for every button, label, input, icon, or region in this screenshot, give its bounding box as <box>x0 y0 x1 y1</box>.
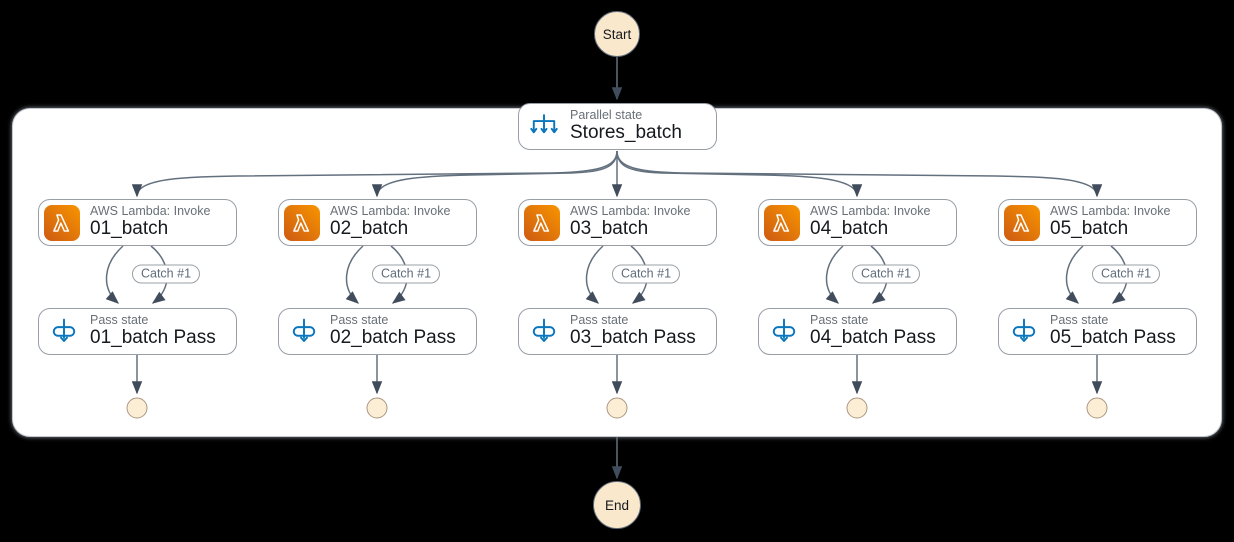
task-type-label: AWS Lambda: Invoke <box>330 203 451 218</box>
lambda-icon <box>764 204 800 241</box>
pass-title: 03_batch Pass <box>570 327 696 349</box>
end-label: End <box>604 497 630 513</box>
branch-terminal-dot-04 <box>846 397 868 419</box>
pass-type-label: Pass state <box>1050 312 1109 327</box>
branch-terminal-dot-05 <box>1086 397 1108 419</box>
lambda-icon <box>284 204 320 241</box>
pass-icon <box>1007 315 1041 349</box>
task-title: 02_batch <box>330 218 409 240</box>
pass-type-label: Pass state <box>810 312 869 327</box>
task-type-label: AWS Lambda: Invoke <box>810 203 931 218</box>
pass-icon <box>767 315 801 349</box>
pass-icon <box>527 315 561 349</box>
pass-type-label: Pass state <box>330 312 389 327</box>
state-card-lambda-04[interactable]: AWS Lambda: Invoke 04_batch <box>758 199 957 246</box>
task-title: 01_batch <box>90 218 169 240</box>
lambda-icon <box>524 204 560 241</box>
pass-type-label: Pass state <box>570 312 629 327</box>
catch-label-01: Catch #1 <box>131 264 201 284</box>
parallel-title: Stores_batch <box>570 122 682 144</box>
task-type-label: AWS Lambda: Invoke <box>570 203 691 218</box>
catch-label-02: Catch #1 <box>371 264 441 284</box>
end-node: End <box>593 481 641 529</box>
catch-label-text: Catch #1 <box>1100 266 1152 281</box>
branch-terminal-dot-03 <box>606 397 628 419</box>
lambda-icon <box>44 204 80 241</box>
pass-icon <box>47 315 81 349</box>
state-card-pass-02[interactable]: Pass state 02_batch Pass <box>278 308 477 355</box>
start-node: Start <box>594 11 640 57</box>
task-title: 04_batch <box>810 218 889 240</box>
pass-title: 05_batch Pass <box>1050 327 1176 349</box>
state-card-parallel[interactable]: Parallel state Stores_batch <box>518 103 717 150</box>
state-card-lambda-03[interactable]: AWS Lambda: Invoke 03_batch <box>518 199 717 246</box>
state-card-pass-01[interactable]: Pass state 01_batch Pass <box>38 308 237 355</box>
start-label: Start <box>602 26 632 42</box>
parallel-type-label: Parallel state <box>570 107 643 122</box>
catch-label-text: Catch #1 <box>860 266 912 281</box>
task-title: 03_batch <box>570 218 649 240</box>
lambda-icon <box>1004 204 1040 241</box>
parallel-icon <box>527 110 561 144</box>
pass-title: 02_batch Pass <box>330 327 456 349</box>
catch-label-text: Catch #1 <box>380 266 432 281</box>
catch-label-04: Catch #1 <box>851 264 921 284</box>
catch-label-05: Catch #1 <box>1091 264 1161 284</box>
catch-label-03: Catch #1 <box>611 264 681 284</box>
catch-label-text: Catch #1 <box>140 266 192 281</box>
task-type-label: AWS Lambda: Invoke <box>90 203 211 218</box>
branch-terminal-dot-02 <box>366 397 388 419</box>
state-card-lambda-05[interactable]: AWS Lambda: Invoke 05_batch <box>998 199 1197 246</box>
pass-icon <box>287 315 321 349</box>
state-card-pass-05[interactable]: Pass state 05_batch Pass <box>998 308 1197 355</box>
state-card-pass-03[interactable]: Pass state 03_batch Pass <box>518 308 717 355</box>
task-type-label: AWS Lambda: Invoke <box>1050 203 1171 218</box>
state-card-lambda-02[interactable]: AWS Lambda: Invoke 02_batch <box>278 199 477 246</box>
catch-label-text: Catch #1 <box>620 266 672 281</box>
pass-type-label: Pass state <box>90 312 149 327</box>
pass-title: 01_batch Pass <box>90 327 216 349</box>
state-card-pass-04[interactable]: Pass state 04_batch Pass <box>758 308 957 355</box>
state-card-lambda-01[interactable]: AWS Lambda: Invoke 01_batch <box>38 199 237 246</box>
pass-title: 04_batch Pass <box>810 327 936 349</box>
task-title: 05_batch <box>1050 218 1129 240</box>
branch-terminal-dot-01 <box>126 397 148 419</box>
